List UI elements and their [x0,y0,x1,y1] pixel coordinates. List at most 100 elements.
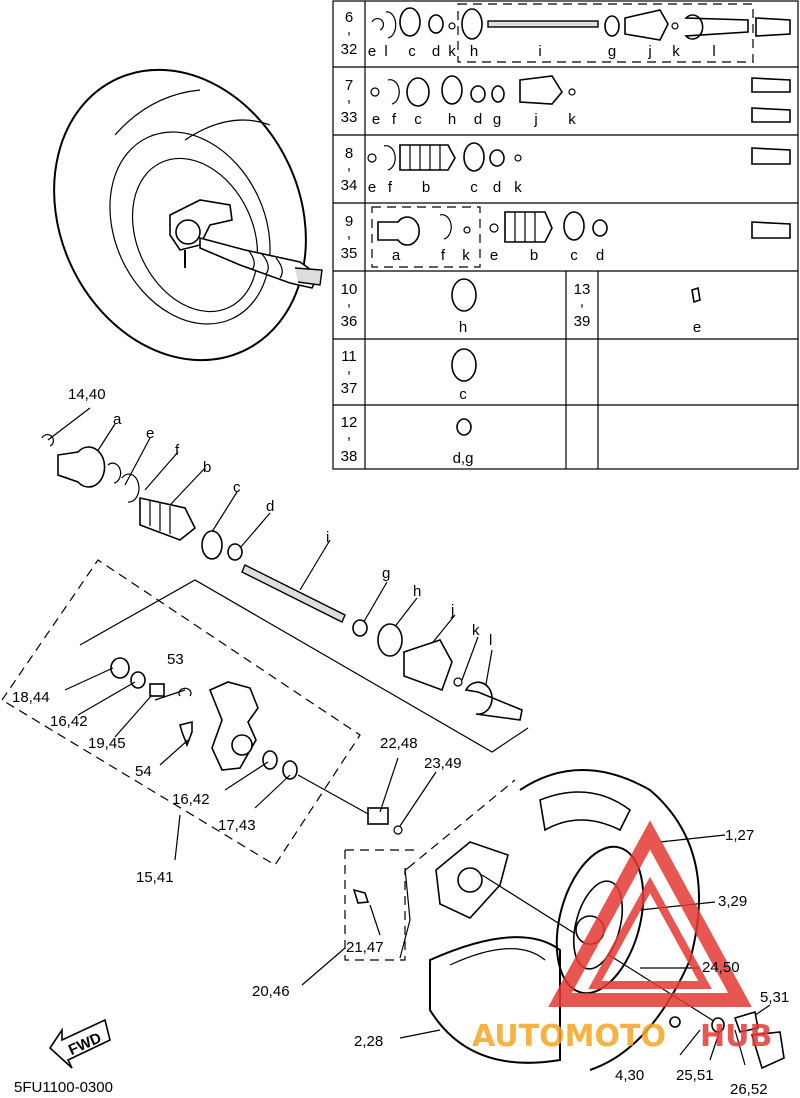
callout-h: h [413,583,421,600]
assembled-wheel-drawing [53,68,323,362]
callout-d: d [266,498,274,515]
table-item-letter: d [493,179,501,196]
automotohub-logo: AUTOMOTO HUB [472,820,772,1054]
callout-g: g [382,565,390,582]
table-row-8-num: 8 [345,145,353,162]
table-item-letter: f [441,247,446,264]
table-row-10-item: h [459,319,467,336]
table-item-letter: k [462,247,470,264]
table-row-13-sep: , [580,293,584,310]
callout-23-49: 23,49 [424,755,462,772]
logo-text-automoto: AUTOMOTO [472,1019,666,1054]
table-row-12-sep: , [347,426,351,443]
table-item-letter: i [538,43,541,60]
logo-triangle-icon [548,820,752,1007]
table-item-letter: k [514,179,522,196]
callout-c: c [233,479,241,496]
table-item-letter: d [432,43,440,60]
callout-2-28: 2,28 [354,1033,383,1050]
table-row-12-num-b: 38 [341,448,358,465]
callout-53: 53 [167,651,184,668]
table-row-13-num: 13 [574,281,591,298]
callout-16-42-b: 16,42 [172,791,210,808]
table-item-letter: k [672,43,680,60]
callout-4-30: 4,30 [615,1067,644,1084]
table-row-6-sep: , [347,21,351,38]
table-item-letter: c [408,43,416,60]
table-row-9-num-b: 35 [341,245,358,262]
table-item-letter: l [712,43,715,60]
table-row-10-sep: , [347,293,351,310]
table-item-letter: f [392,111,397,128]
callout-15-41: 15,41 [136,869,174,886]
table-item-letter: f [388,179,393,196]
table-item-letter: j [533,111,537,128]
callout-54: 54 [135,763,152,780]
table-row-7-num: 7 [345,77,353,94]
callout-18-44: 18,44 [12,689,50,706]
table-row-7-num-b: 33 [341,109,358,126]
callout-e: e [146,425,154,442]
table-row-7-sep: , [347,89,351,106]
callout-b: b [203,459,211,476]
table-row-8-num-b: 34 [341,177,358,194]
fwd-label: FWD [66,1029,104,1058]
callout-labels: 14,40 a e f b c d i g h j k l 53 18,44 1… [12,386,789,1098]
callout-19-45: 19,45 [88,735,126,752]
callout-3-29: 3,29 [718,893,747,910]
knuckle-group [1,559,529,866]
callout-j: j [450,602,454,619]
table-item-letter: d [474,111,482,128]
callout-k: k [472,622,480,639]
table-row-9-sep: , [347,225,351,242]
table-row-11-item: c [459,386,467,403]
table-item-letter: k [448,43,456,60]
callout-25-51: 25,51 [676,1067,714,1084]
table-row-11-sep: , [347,360,351,377]
table-row-10-num: 10 [341,281,358,298]
callout-17-43: 17,43 [218,817,256,834]
table-item-letter: e [368,43,376,60]
callout-l: l [489,632,492,649]
table-item-letter: d [596,247,604,264]
table-row-13-item: e [693,319,701,336]
table-item-letter: b [422,179,430,196]
callout-a: a [113,411,122,428]
table-row-13-num-b: 39 [574,313,591,330]
table-part-sketches [367,7,791,436]
logo-text-hub: HUB [700,1019,772,1054]
parts-table: 6 , 32 7 , 33 8 , 34 9 , 35 10 , 36 13 ,… [332,0,799,470]
table-item-letter: g [608,43,616,60]
diagram-code: 5FU1100-0300 [14,1079,113,1096]
table-item-letter: e [372,111,380,128]
callout-1-27: 1,27 [725,827,754,844]
table-item-letter: k [568,111,576,128]
table-item-letter: c [470,179,478,196]
callout-14-40: 14,40 [68,386,106,403]
table-row-8-sep: , [347,157,351,174]
table-row-10-num-b: 36 [341,313,358,330]
callout-22-48: 22,48 [380,735,418,752]
callout-24-50: 24,50 [702,959,740,976]
callout-16-42-a: 16,42 [50,713,88,730]
table-item-letter: l [384,43,387,60]
callout-21-47: 21,47 [346,939,384,956]
table-item-letter: b [530,247,538,264]
exploded-drive-shaft [41,407,523,721]
table-item-letter: h [448,111,456,128]
callout-f: f [175,442,180,459]
table-item-letter: e [368,179,376,196]
callout-5-31: 5,31 [760,989,789,1006]
table-item-letter: c [570,247,578,264]
table-item-letter: e [490,247,498,264]
table-row-11-num-b: 37 [341,380,358,397]
table-row-6-num-b: 32 [341,41,358,58]
table-row-12-item: d,g [453,450,474,467]
table-row-12-num: 12 [341,414,358,431]
table-item-letter: g [493,111,501,128]
